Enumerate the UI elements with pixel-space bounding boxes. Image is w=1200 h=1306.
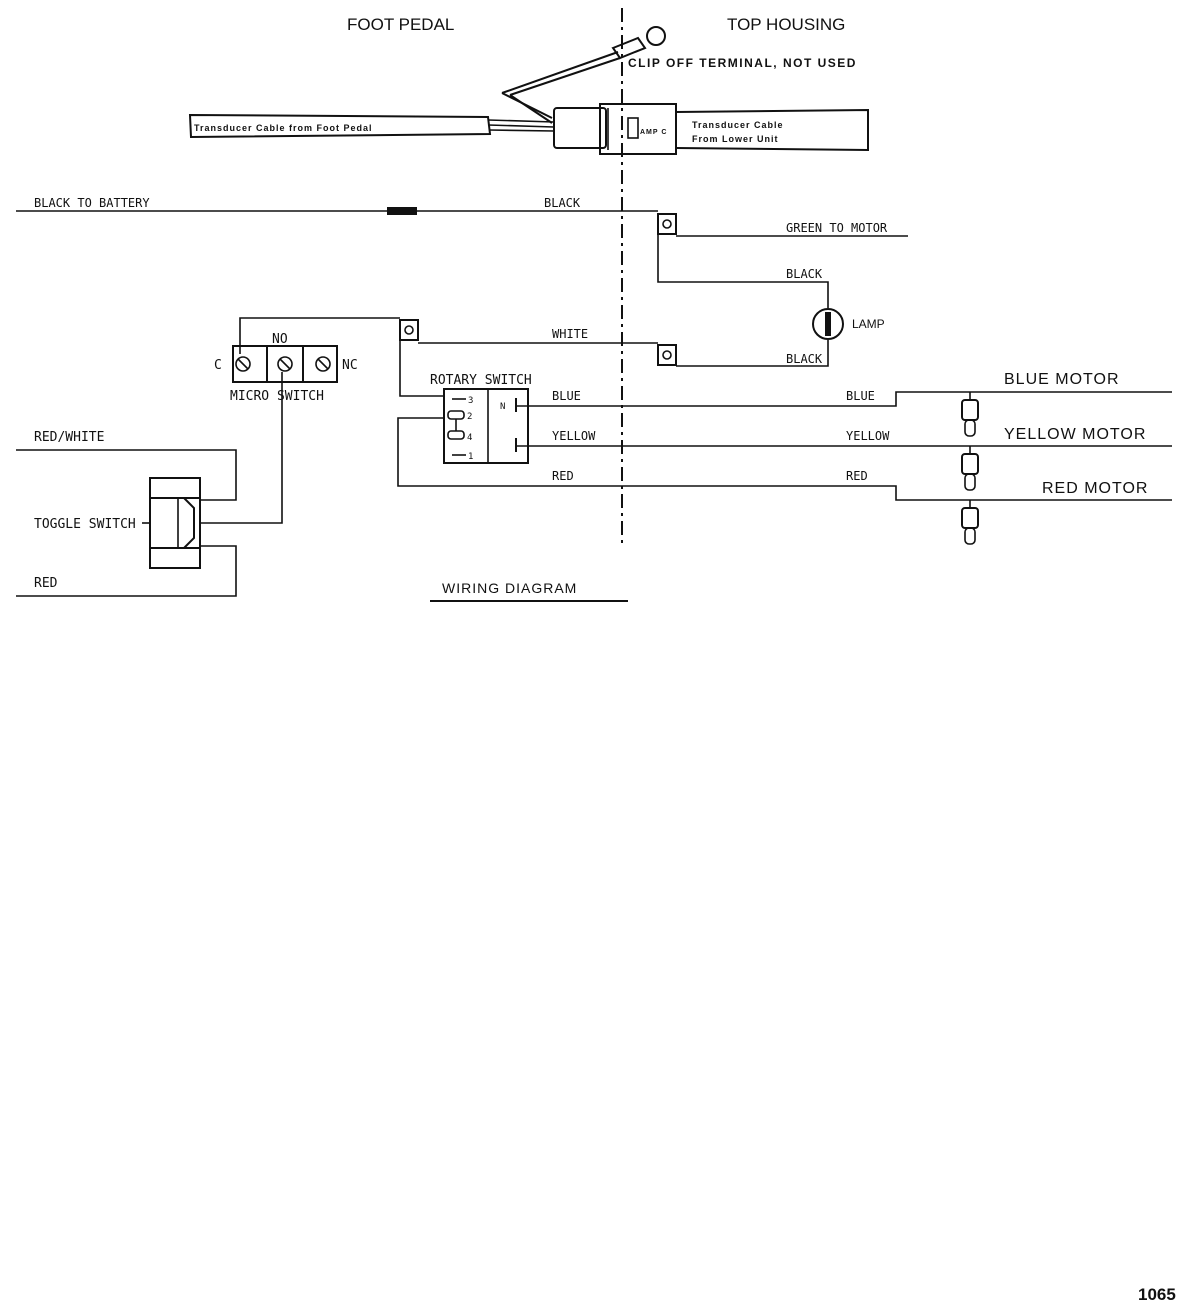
rot-pin-n: N	[500, 402, 505, 412]
transducer-lower-label-1: Transducer Cable	[692, 120, 784, 130]
page-number: 1065	[1138, 1285, 1176, 1304]
connector-blue	[961, 392, 979, 437]
micro-switch-c-wire	[239, 317, 400, 354]
red-right-label: RED	[846, 469, 868, 483]
transducer-lower-label-2: From Lower Unit	[692, 134, 779, 144]
rotary-feed-wire	[399, 340, 444, 397]
red-motor-label: RED MOTOR	[1042, 480, 1148, 497]
toggle-to-micro-wire	[200, 372, 283, 524]
micro-switch-label: MICRO SWITCH	[230, 389, 324, 404]
amp-c-label: AMP C	[640, 129, 667, 136]
red-left-label: RED	[552, 469, 574, 483]
red-white-wire	[16, 449, 237, 501]
terminal-white-left	[399, 319, 419, 341]
yellow-right-label: YELLOW	[846, 429, 890, 443]
inline-fuse	[387, 207, 417, 215]
micro-switch	[232, 345, 338, 383]
toggle-switch-label: TOGGLE SWITCH	[34, 517, 136, 532]
red-wire-bottom	[16, 545, 237, 597]
transducer-cable-foot	[188, 113, 555, 139]
connector-red	[961, 500, 979, 545]
blue-motor-label: BLUE MOTOR	[1004, 371, 1120, 388]
black-top-label: BLACK	[544, 196, 581, 210]
white-label: WHITE	[552, 327, 588, 341]
yellow-left-label: YELLOW	[552, 429, 596, 443]
lamp-wire-bottom	[676, 340, 829, 367]
connector-yellow	[961, 446, 979, 491]
red-wire	[397, 417, 1172, 501]
black-lamp-bottom-label: BLACK	[786, 352, 823, 366]
black-lamp-top-label: BLACK	[786, 267, 823, 281]
transducer-cable-lower	[675, 108, 869, 152]
heading-foot-pedal: FOOT PEDAL	[347, 15, 454, 34]
yellow-motor-label: YELLOW MOTOR	[1004, 426, 1146, 443]
blue-left-label: BLUE	[552, 389, 581, 403]
terminal-top	[657, 213, 677, 235]
heading-top-housing: TOP HOUSING	[727, 15, 845, 34]
black-to-battery-label: BLACK TO BATTERY	[34, 196, 150, 210]
green-to-motor-label: GREEN TO MOTOR	[786, 221, 888, 235]
nc-label: NC	[342, 358, 358, 373]
clip-off-terminal	[501, 26, 666, 124]
red-bottom-label: RED	[34, 576, 58, 591]
rot-pin-4: 4	[467, 433, 472, 443]
transducer-foot-label: Transducer Cable from Foot Pedal	[194, 123, 373, 133]
lamp-wire-top	[657, 234, 829, 308]
rot-pin-2: 2	[467, 412, 472, 422]
toggle-switch	[149, 477, 201, 569]
c-label: C	[214, 358, 222, 373]
transducer-connector	[553, 103, 677, 155]
lamp-icon	[812, 308, 844, 340]
rotary-switch	[443, 388, 529, 464]
red-white-label: RED/WHITE	[34, 430, 104, 445]
lamp-label: LAMP	[852, 317, 885, 331]
diagram-title: WIRING DIAGRAM	[442, 580, 577, 596]
rot-pin-3: 3	[468, 396, 473, 406]
clip-off-label: CLIP OFF TERMINAL, NOT USED	[628, 56, 857, 70]
blue-right-label: BLUE	[846, 389, 875, 403]
no-label: NO	[272, 332, 288, 347]
rotary-switch-label: ROTARY SWITCH	[430, 373, 532, 388]
rot-pin-1: 1	[468, 452, 473, 462]
terminal-white-right	[657, 344, 677, 366]
blue-wire	[516, 391, 1172, 407]
